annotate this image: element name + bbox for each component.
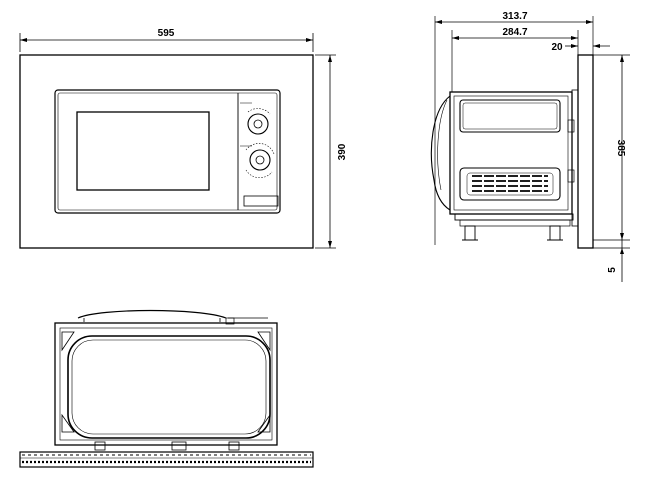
- side-view: 313.7 284.7 20: [430, 11, 630, 282]
- side-rear-bulge: [430, 95, 451, 211]
- frame-depth-label: 20: [551, 42, 563, 53]
- front-width-dimension: 595: [19, 28, 314, 52]
- top-view: [19, 309, 314, 468]
- side-cabinet: [449, 91, 573, 215]
- front-width-label: 595: [158, 28, 175, 39]
- bottom-offset-label: 5: [607, 267, 618, 273]
- front-window: [76, 111, 210, 191]
- front-door-panel: [54, 89, 281, 214]
- top-front-frame: [19, 451, 314, 468]
- power-knob: [245, 143, 275, 179]
- body-depth-dimension: 284.7: [451, 27, 578, 92]
- overall-depth-label: 313.7: [502, 11, 527, 22]
- side-upper-panel: [459, 99, 561, 133]
- front-height-dimension: 390: [315, 54, 348, 249]
- front-outer-frame: [19, 54, 314, 249]
- front-height-label: 390: [337, 143, 348, 160]
- timer-knob: [247, 108, 271, 135]
- top-rear-dome: [77, 309, 227, 319]
- front-view: 595 390: [19, 28, 348, 249]
- side-foot-left: [464, 225, 476, 241]
- side-vent-panel: [459, 167, 561, 201]
- door-release-button: [243, 195, 279, 207]
- side-height-label: 385: [615, 140, 626, 157]
- side-front-frame: [577, 54, 594, 249]
- side-height-dimension: 385: [593, 54, 630, 241]
- top-inner-panel: [67, 335, 271, 439]
- body-depth-label: 284.7: [502, 27, 527, 38]
- vent-slots: [466, 172, 554, 196]
- bottom-offset-dimension: 5: [593, 240, 630, 282]
- overall-depth-dimension: 313.7: [434, 11, 594, 245]
- top-cabinet: [54, 322, 278, 446]
- side-foot-right: [549, 225, 561, 241]
